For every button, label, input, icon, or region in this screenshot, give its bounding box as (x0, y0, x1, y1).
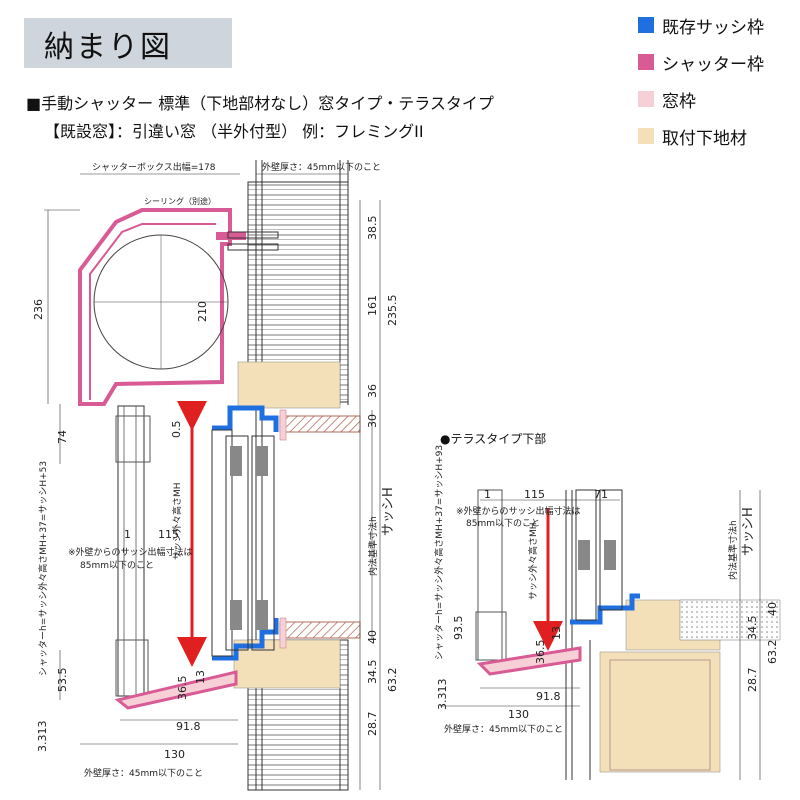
clearance-note-2: 85mm以下のこと (80, 560, 154, 571)
lintel-hatch (279, 415, 361, 433)
legend-label: 窓枠 (662, 91, 696, 112)
legend-swatch (638, 17, 654, 33)
legend-item-existing-sash: 既存サッシ枠 (638, 10, 764, 40)
dim-1: 1 (124, 528, 131, 541)
dim-r38-5: 38.5 (366, 216, 379, 241)
subtitle-line-2: 【既設窓】：引違い窓 （半外付型） 例：フレミングII (44, 122, 424, 141)
dim-36-5: 36.5 (176, 676, 189, 701)
sill-hatch (279, 621, 361, 639)
legend-swatch (638, 54, 654, 70)
window-frame-bottom (279, 617, 287, 649)
terrace-dim-3-313: 3.313 (436, 679, 449, 711)
terrace-dim-93-5: 93.5 (452, 616, 465, 641)
subtitle-line-1: ■手動シャッター 標準（下地部材なし）窓タイプ・テラスタイプ (26, 94, 494, 113)
terrace-dim-130: 130 (508, 708, 529, 721)
terrace-dim-13: 13 (550, 626, 563, 640)
terrace-floor-dots (679, 599, 781, 641)
terrace-dim-r63-2: 63.2 (766, 640, 779, 665)
legend-item-window-frame: 窓枠 (638, 84, 696, 114)
terrace-section: 1 115 71 ※外壁からのサッシ出幅寸法は 85mm以下のこと サッシ外々高… (433, 445, 781, 780)
terrace-wall-thickness: 外壁厚さ：45mm以下のこと (444, 723, 563, 735)
dim-53-5: 53.5 (56, 668, 69, 693)
terrace-base-lower (599, 651, 721, 773)
terrace-clearance-note-2: 85mm以下のこと (466, 518, 540, 529)
dim-74: 74 (56, 430, 69, 444)
legend-label: 取付下地材 (662, 128, 747, 149)
sealing-label: シーリング（別途） (144, 196, 216, 206)
main-section: シャッターボックス出幅=178 外壁厚さ：45mm以下のこと シーリング（別途）… (32, 160, 399, 791)
dim-r28-7: 28.7 (366, 712, 379, 737)
box-width-label: シャッターボックス出幅=178 (92, 161, 216, 173)
dim-130: 130 (164, 748, 185, 761)
legend-swatch (638, 128, 654, 144)
dim-3-313: 3.313 (36, 721, 49, 753)
terrace-dim-r40: 40 (766, 602, 779, 616)
shutter-h-label: シャッターh=サッシ外々高さMH+37=サッシH+53 (37, 461, 49, 676)
dim-r30: 30 (366, 414, 379, 428)
terrace-dim-36-5: 36.5 (534, 640, 547, 665)
terrace-sash-outer-label: サッシ外々高さMH (527, 522, 539, 600)
legend-item-shutter-frame: シャッター枠 (638, 47, 764, 77)
dim-91-8: 91.8 (176, 720, 201, 733)
sash-h-label: サッシH (381, 487, 396, 536)
terrace-sash-h-label: サッシH (741, 507, 756, 556)
terrace-dim-71: 71 (594, 488, 608, 501)
legend-item-base-material: 取付下地材 (638, 121, 747, 151)
terrace-shutter-h-label: シャッターh=サッシ外々高さMH+37=サッシH+93 (433, 445, 445, 660)
dim-r36: 36 (366, 384, 379, 398)
wall-thickness-top-label: 外壁厚さ：45mm以下のこと (262, 161, 381, 173)
sash-outer-label: サッシ外々高さMH (171, 482, 183, 560)
wall-thickness-bottom-label: 外壁厚さ：45mm以下のこと (84, 767, 203, 779)
terrace-dim-r28-7: 28.7 (746, 668, 759, 693)
inner-ref-label: 内法基準寸法h (367, 516, 379, 576)
terrace-dim-r34-5: 34.5 (746, 616, 759, 641)
legend-label: シャッター枠 (662, 54, 764, 75)
terrace-dim-115: 115 (524, 488, 545, 501)
dim-r235-5: 235.5 (386, 295, 399, 327)
terrace-section-title: ●テラスタイプ下部 (440, 432, 547, 446)
base-material-top (237, 361, 341, 409)
terrace-dim-1: 1 (484, 488, 491, 501)
terrace-sash-frame (570, 593, 640, 625)
terrace-dim-91-8: 91.8 (536, 690, 561, 703)
dim-13: 13 (194, 670, 207, 684)
title-box (24, 18, 232, 68)
terrace-shutter-sill (476, 646, 582, 676)
clearance-note-1: ※外壁からのサッシ出幅寸法は (68, 546, 193, 558)
dim-r40: 40 (366, 630, 379, 644)
terrace-inner-ref-label: 内法基準寸法h (727, 520, 739, 580)
dim-r34-5: 34.5 (366, 660, 379, 685)
shutter-sill (114, 670, 238, 710)
dim-210: 210 (196, 301, 209, 322)
terrace-clearance-note-1: ※外壁からのサッシ出幅寸法は (456, 505, 581, 517)
window-frame-top (279, 409, 287, 441)
page-title: 納まり図 (44, 30, 172, 65)
legend-label: 既存サッシ枠 (662, 17, 764, 38)
existing-sash-frame (211, 405, 279, 661)
dim-r63-2: 63.2 (386, 668, 399, 693)
dim-115: 115 (158, 528, 179, 541)
dim-0-5: 0.5 (170, 421, 183, 439)
dim-r161: 161 (366, 295, 379, 316)
legend-swatch (638, 91, 654, 107)
dim-236: 236 (32, 299, 45, 320)
